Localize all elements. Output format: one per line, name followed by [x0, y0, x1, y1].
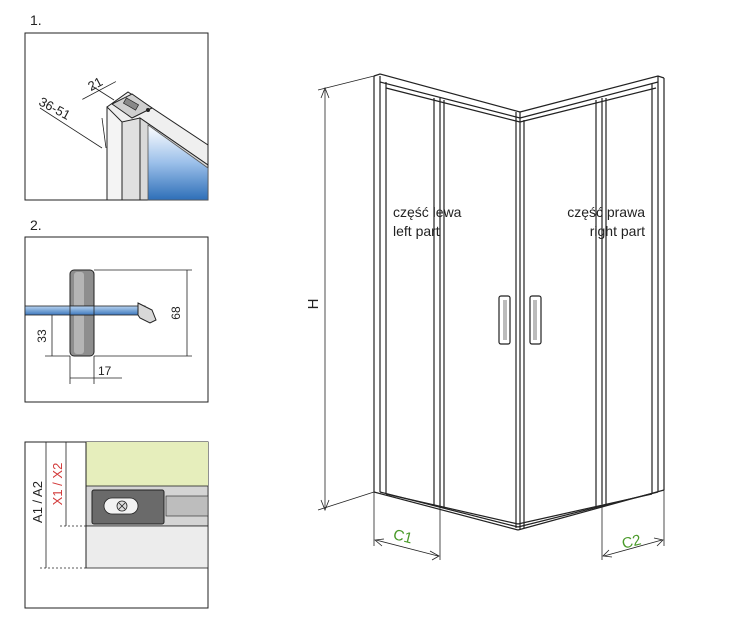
left-part-pl: część lewa: [393, 204, 462, 220]
dim-21: 21: [85, 74, 105, 94]
detail-panel-3: A1 / A2 X1 / X2: [24, 441, 209, 609]
profile-drawing: [106, 91, 209, 201]
panel-1-number: 1.: [30, 12, 42, 28]
label-x1-x2: X1 / X2: [50, 463, 65, 506]
dim-68: 68: [169, 306, 183, 320]
height-label: H: [305, 299, 322, 310]
wall-area: [86, 442, 208, 486]
right-part-pl: część prawa: [567, 204, 645, 220]
right-part-en: right part: [590, 223, 645, 239]
panel-2-number: 2.: [30, 217, 42, 233]
height-dimension: [317, 75, 375, 512]
c1-label: C1: [391, 526, 414, 547]
c2-dimension: [601, 490, 665, 560]
handle-tip: [137, 302, 157, 324]
dim-33: 33: [35, 329, 49, 343]
door-handles: [498, 295, 542, 345]
detail-panel-2: 2. 68 33 17: [24, 217, 209, 403]
left-part-en: left part: [393, 223, 440, 239]
shower-enclosure: [373, 73, 665, 531]
detail-panel-1: 1. 21 36-51: [24, 12, 209, 201]
c1-dimension: [373, 492, 441, 561]
c2-label: C2: [620, 532, 643, 553]
dim-36-51: 36-51: [36, 94, 72, 123]
floor-area: [85, 525, 209, 569]
dim-17: 17: [98, 364, 112, 378]
label-a1-a2: A1 / A2: [30, 481, 45, 523]
panel-2-frame: [24, 236, 209, 403]
